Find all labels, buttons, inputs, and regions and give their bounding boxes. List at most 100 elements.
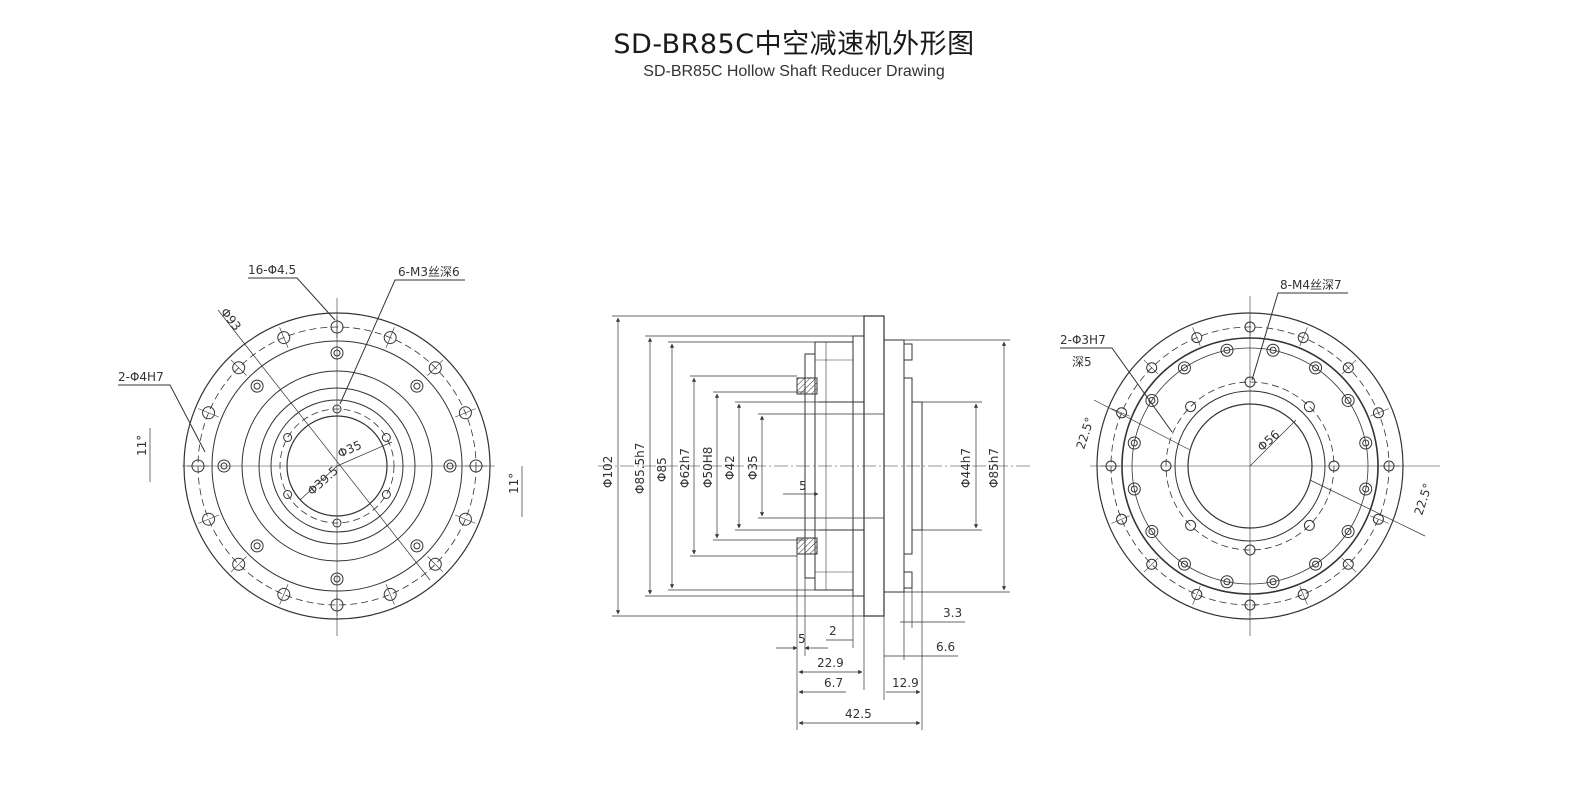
left-thread-hole	[283, 433, 293, 442]
right-hole-tick	[1299, 327, 1308, 347]
leader-d35	[336, 441, 393, 467]
label-22-9: 22.9	[817, 656, 844, 670]
right-mid-hole	[1145, 525, 1159, 539]
right-hole-tick	[1192, 327, 1201, 347]
right-hole-tick	[1111, 515, 1131, 524]
leader-2-pin-right	[1060, 347, 1173, 433]
right-outer-hole	[1372, 407, 1384, 419]
leader-d56	[1249, 419, 1297, 467]
left-outer-hole	[383, 587, 397, 601]
left-hole-tick	[279, 584, 289, 605]
left-thread-hole	[381, 433, 391, 442]
left-thread-hole	[332, 404, 342, 414]
right-thread-hole	[1328, 460, 1340, 472]
right-outer-hole	[1116, 513, 1128, 525]
leader-d39-5	[299, 465, 338, 501]
right-rear-view	[1060, 292, 1440, 636]
label-6-6: 6.6	[936, 640, 955, 654]
left-mid-hole	[443, 459, 457, 473]
label-d39-5: Φ39.5	[305, 464, 341, 499]
right-mid-hole	[1341, 525, 1355, 539]
right-mid-hole	[1309, 557, 1323, 571]
right-outer-hole	[1191, 588, 1203, 600]
label-angle-right-view-left: 22.5°	[1074, 415, 1097, 450]
left-mid-hole	[330, 346, 344, 360]
right-labels: 8-M4丝深7 2-Φ3H7 深5 Φ56 22.5° 22.5°	[1060, 278, 1435, 517]
left-outer-hole	[232, 557, 246, 571]
right-outer-hole	[1116, 407, 1128, 419]
right-outer-hole	[1342, 558, 1354, 570]
label-d62: Φ62h7	[678, 448, 692, 488]
left-mid-hole	[250, 539, 264, 553]
right-thread-hole	[1185, 519, 1197, 531]
side-section-view	[598, 315, 1030, 730]
right-outer-hole	[1146, 362, 1158, 374]
right-outer-hole	[1297, 332, 1309, 344]
left-outer-hole	[277, 331, 291, 345]
right-outer-circle	[1096, 312, 1404, 620]
left-front-view	[118, 277, 523, 636]
left-hole-tick	[427, 359, 444, 376]
left-hole-tick	[455, 514, 476, 524]
left-outer-hole	[428, 557, 442, 571]
leader-16-holes	[248, 277, 336, 321]
right-hole-tick	[1143, 359, 1159, 375]
side-right-tab-1	[903, 343, 913, 361]
left-mid-hole	[410, 539, 424, 553]
label-42-5: 42.5	[845, 707, 872, 721]
right-mid-hole	[1220, 343, 1234, 357]
left-mid-hole	[217, 459, 231, 473]
label-angle-right: 11°	[507, 473, 521, 494]
right-ring-3	[1174, 390, 1326, 542]
right-ring-1	[1121, 337, 1379, 595]
right-hole-tick	[1192, 585, 1201, 605]
left-hole-tick	[230, 556, 247, 573]
left-thread-hole	[283, 490, 293, 499]
right-bore	[1187, 403, 1313, 529]
left-mid-hole	[250, 379, 264, 393]
right-outer-hole	[1297, 588, 1309, 600]
right-hole-tick	[1341, 557, 1357, 573]
right-mid-hole	[1177, 361, 1191, 375]
side-seal-top	[796, 377, 818, 395]
left-hole-tick	[198, 514, 219, 524]
right-outer-hole	[1342, 362, 1354, 374]
right-mid-hole	[1309, 361, 1323, 375]
right-mid-hole	[1127, 482, 1141, 496]
right-thread-hole	[1244, 544, 1256, 556]
left-outer-hole	[458, 406, 472, 420]
right-ring-2	[1131, 347, 1369, 585]
right-thread-hole	[1244, 376, 1256, 388]
right-mid-hole	[1359, 436, 1373, 450]
leader-d93	[217, 309, 431, 581]
side-housing-step	[804, 353, 816, 579]
label-d102: Φ102	[601, 456, 615, 488]
right-thread-hole	[1303, 401, 1315, 413]
right-hole-tick	[1369, 515, 1389, 524]
left-mid-hole	[410, 379, 424, 393]
label-pin-depth: 深5	[1072, 355, 1092, 369]
label-d85-5: Φ85.5h7	[633, 443, 647, 494]
left-labels: 16-Φ4.5 6-M3丝深6 2-Φ4H7 Φ93 Φ35 Φ39.5 11°…	[118, 263, 521, 498]
label-angle-left: 11°	[135, 435, 149, 456]
label-d35-side: Φ35	[746, 455, 760, 480]
right-outer-hole	[1191, 332, 1203, 344]
left-outer-hole	[277, 587, 291, 601]
left-hole-tick	[455, 408, 476, 418]
right-mid-hole	[1220, 575, 1234, 589]
label-d93: Φ93	[218, 305, 244, 333]
left-hole-tick	[230, 359, 247, 376]
label-6-7: 6.7	[824, 676, 843, 690]
right-outer-hole	[1146, 558, 1158, 570]
right-hole-tick	[1299, 585, 1308, 605]
leader-2-pin	[118, 384, 206, 453]
left-ring-2	[241, 370, 433, 562]
label-d85: Φ85	[655, 457, 669, 482]
label-d42: Φ42	[723, 455, 737, 480]
angle-mark-right-view-left	[1093, 399, 1191, 451]
left-thread-hole	[381, 490, 391, 499]
label-5: 5	[798, 632, 806, 646]
leader-8-thread	[1251, 292, 1348, 381]
label-2-pin: 2-Φ4H7	[118, 370, 164, 384]
left-thread-circle	[279, 408, 395, 524]
